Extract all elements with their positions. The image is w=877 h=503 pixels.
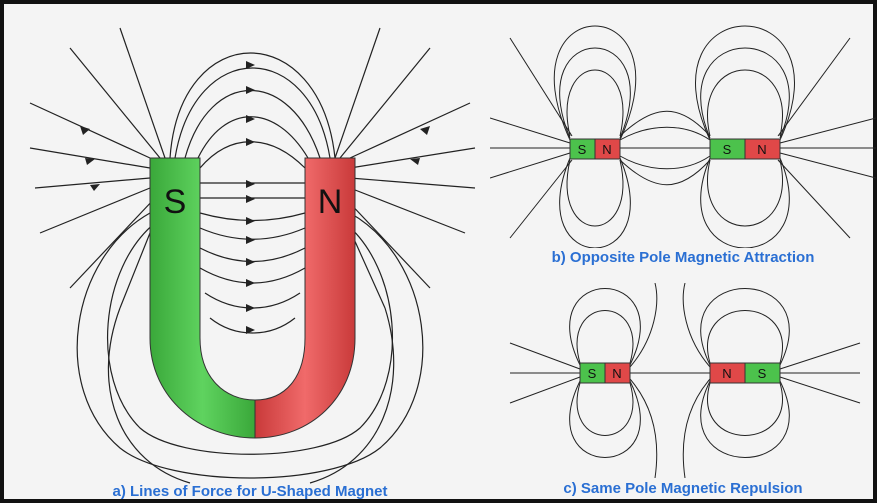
attraction-m2-left: S — [723, 142, 732, 157]
attraction-m1-left: S — [578, 142, 587, 157]
attraction-diagram: S N S N — [490, 25, 876, 248]
u-magnet-south-label: S — [164, 183, 187, 221]
panel-attraction: S N S N b) Opposite Pole Magnetic Attrac… — [490, 8, 876, 283]
attraction-m1-right: N — [602, 142, 611, 157]
panel-repulsion: S N N S c) Same Pole Magnetic Repulsion — [490, 283, 876, 503]
repulsion-diagram: S N N S — [509, 283, 861, 478]
caption-repulsion: c) Same Pole Magnetic Repulsion — [563, 480, 803, 497]
caption-u-magnet: a) Lines of Force for U-Shaped Magnet — [112, 483, 388, 500]
repulsion-magnet-2: N S — [709, 362, 781, 384]
attraction-m2-right: N — [757, 142, 766, 157]
caption-attraction: b) Opposite Pole Magnetic Attraction — [551, 249, 815, 266]
attraction-magnet-2: S N — [709, 138, 781, 160]
arrowheads — [80, 61, 430, 334]
u-magnet-diagram: S N — [29, 27, 476, 484]
repulsion-m1-right: N — [612, 366, 621, 381]
u-magnet-north-label: N — [318, 183, 343, 221]
repulsion-m2-left: N — [722, 366, 731, 381]
repulsion-m1-left: S — [588, 366, 597, 381]
repulsion-magnet-1: S N — [579, 362, 631, 384]
attraction-field-lines — [490, 25, 876, 248]
u-magnet: S N — [149, 157, 356, 439]
repulsion-field-lines — [509, 283, 861, 478]
panel-u-magnet: S N a) Lines of Force for U-Shaped Magne… — [10, 8, 490, 503]
repulsion-m2-right: S — [758, 366, 767, 381]
attraction-magnet-1: S N — [569, 138, 621, 160]
